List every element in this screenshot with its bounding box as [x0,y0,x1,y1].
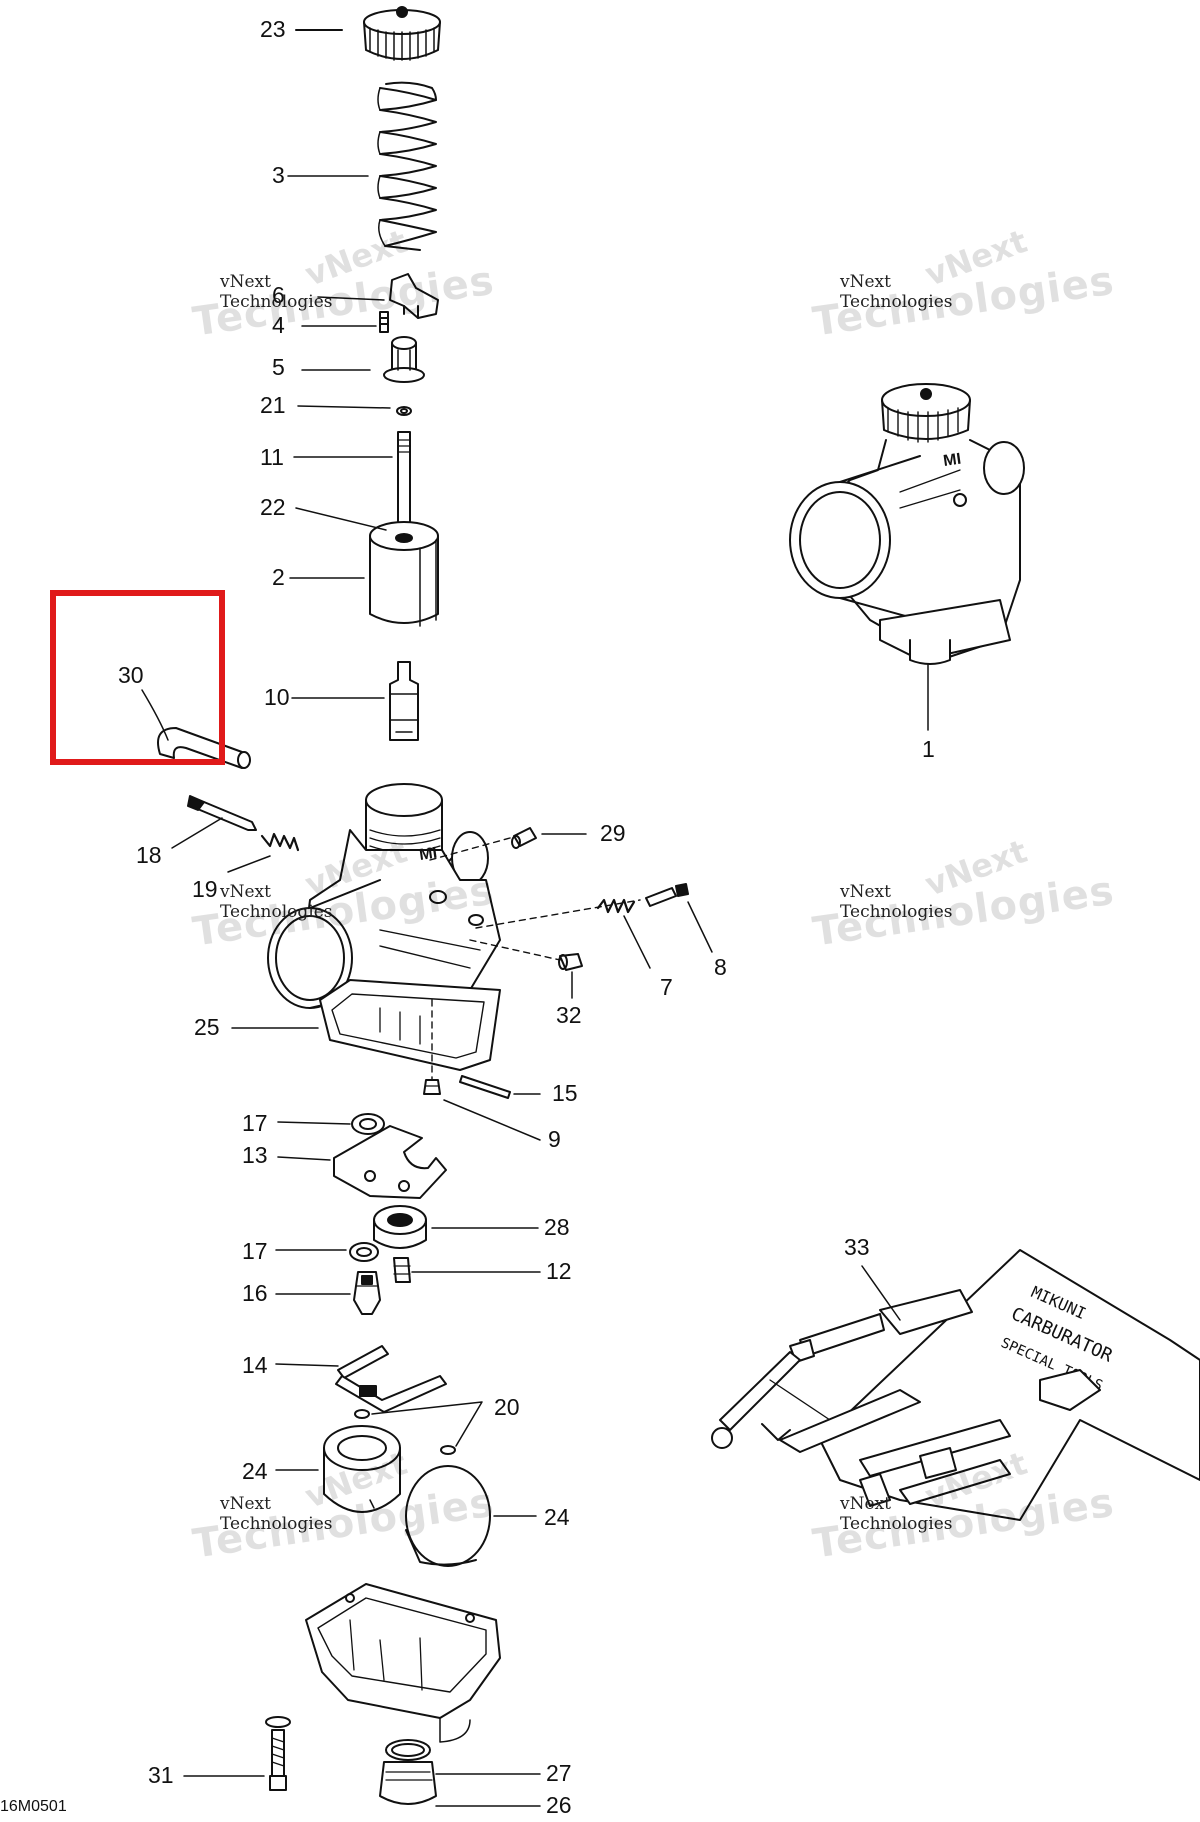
callout-10[interactable]: 10 [264,684,290,710]
leader-30 [142,690,168,740]
callout-23[interactable]: 23 [260,16,286,42]
callout-27[interactable]: 27 [546,1760,572,1786]
leader-8 [688,902,712,952]
callout-20[interactable]: 20 [494,1394,520,1420]
callout-32[interactable]: 32 [556,1002,582,1028]
callout-17b[interactable]: 17 [242,1238,268,1264]
part-22-slide-bore [396,534,412,542]
leader-33 [862,1266,900,1320]
part-2-throttle-slide[interactable] [370,522,438,626]
leader-20 [372,1402,482,1446]
callout-9[interactable]: 9 [548,1126,561,1152]
part-25-carb-body[interactable]: MI [268,784,500,1070]
callout-5[interactable]: 5 [272,354,285,380]
leader-6 [318,297,384,300]
part-29-fitting[interactable] [512,828,536,848]
leader-13 [278,1157,330,1160]
part-6-clip-plate[interactable] [390,274,438,318]
part-16-valve-seat[interactable] [354,1272,380,1314]
leader-18 [172,818,222,848]
callout-31[interactable]: 31 [148,1762,174,1788]
callout-2[interactable]: 2 [272,564,285,590]
leader-17a [278,1122,350,1124]
callout-3[interactable]: 3 [272,162,285,188]
callout-12[interactable]: 12 [546,1258,572,1284]
leader-21 [298,406,390,408]
callout-8[interactable]: 8 [714,954,727,980]
callout-4[interactable]: 4 [272,312,285,338]
leader-22 [296,508,386,530]
part-33-toolkit[interactable]: MIKUNI CARBURATOR SPECIAL TOOLS [712,1250,1200,1520]
part-19-spring[interactable] [262,834,298,850]
axis-line-32 [470,940,560,960]
callout-25[interactable]: 25 [194,1014,220,1040]
float-bowl[interactable] [306,1584,500,1742]
svg-text:MI: MI [942,451,962,470]
leader-9 [444,1100,540,1140]
callout-30[interactable]: 30 [118,662,144,688]
part-9-jet[interactable] [424,1080,440,1094]
callout-13[interactable]: 13 [242,1142,268,1168]
callout-1[interactable]: 1 [922,736,935,762]
part-18-screw[interactable] [188,796,256,830]
part-5-retainer[interactable] [384,337,424,382]
body-brand-text: MI [418,845,438,864]
part-15-pin[interactable] [460,1076,510,1098]
part-21-washer[interactable] [397,407,411,415]
leader-7 [624,916,650,968]
callout-15[interactable]: 15 [552,1080,578,1106]
part-20-pins[interactable] [355,1410,455,1454]
leader-14 [276,1364,338,1366]
part-8-screw[interactable] [646,884,688,906]
callout-11[interactable]: 11 [260,444,284,470]
callout-16[interactable]: 16 [242,1280,268,1306]
part-7-spring[interactable] [598,900,634,912]
part-1-assembled-carb[interactable]: MI [790,384,1024,664]
part-17b-washer[interactable] [350,1243,378,1261]
part-14-float-arm[interactable] [336,1346,446,1412]
callout-28[interactable]: 28 [544,1214,570,1240]
callout-18[interactable]: 18 [136,842,162,868]
callout-19[interactable]: 19 [192,876,218,902]
part-13-plate[interactable] [334,1126,446,1198]
callout-29[interactable]: 29 [600,820,626,846]
highlight-box-part-30[interactable] [50,590,225,765]
callout-14[interactable]: 14 [242,1352,268,1378]
part-28-ring[interactable] [374,1206,426,1248]
callout-17a[interactable]: 17 [242,1110,268,1136]
callout-6[interactable]: 6 [272,282,285,308]
part-3-spring[interactable] [378,83,436,250]
callout-7[interactable]: 7 [660,974,673,1000]
part-26-plug[interactable] [380,1762,436,1804]
part-31-screw[interactable] [266,1717,290,1790]
callout-24a[interactable]: 24 [242,1458,268,1484]
part-4-needle-clip[interactable] [380,312,388,332]
diagram-code: 16M0501 [0,1798,67,1815]
axis-line-29 [430,838,510,860]
callout-26[interactable]: 26 [546,1792,572,1818]
part-10-needle-jet[interactable] [390,662,418,740]
part-23-cap[interactable] [364,7,440,60]
part-24a-float[interactable] [324,1426,400,1512]
callout-24b[interactable]: 24 [544,1504,570,1530]
callout-21[interactable]: 21 [260,392,286,418]
callout-33[interactable]: 33 [844,1234,870,1260]
leader-19 [228,856,270,872]
part-12-nut[interactable] [394,1258,410,1282]
part-32-cap[interactable] [559,954,582,970]
part-27-oring[interactable] [386,1740,430,1760]
part-17a-washer[interactable] [352,1114,384,1134]
callout-22[interactable]: 22 [260,494,286,520]
part-24b-float[interactable] [406,1466,490,1566]
